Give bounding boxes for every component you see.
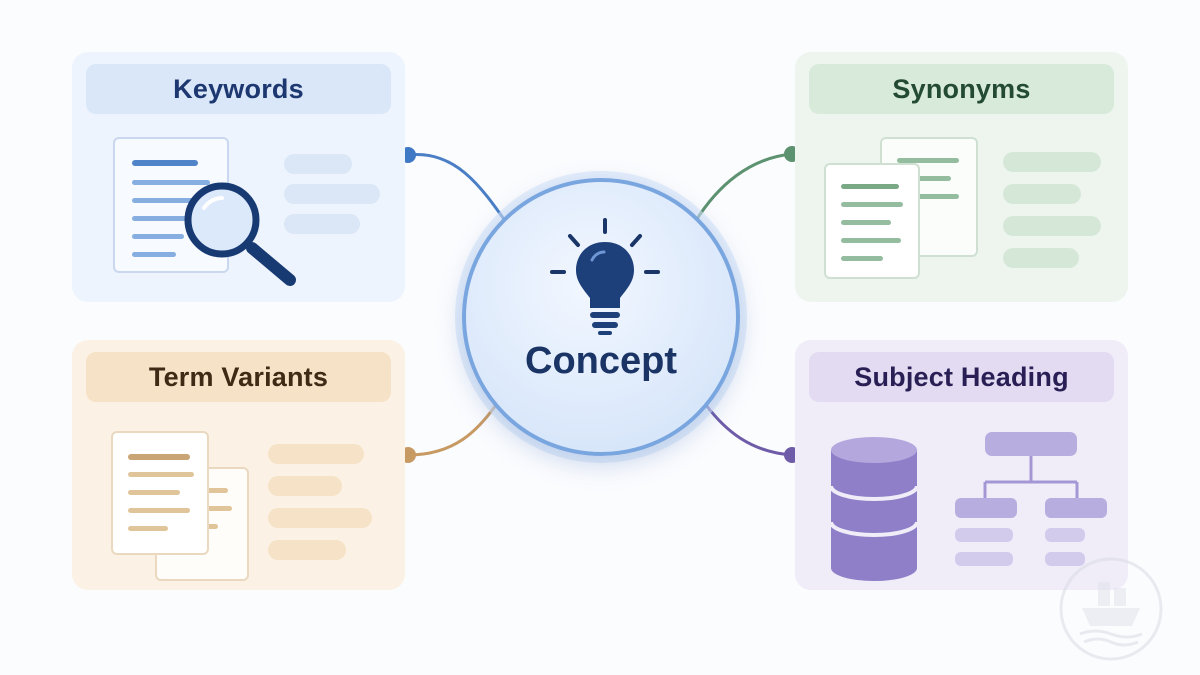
concept-node: Concept [462,178,740,456]
stacked-documents-icon [824,137,1101,279]
concept-label: Concept [525,340,677,382]
ship-logo-icon [1059,557,1163,661]
panel-subject-heading: Subject Heading [795,340,1128,590]
lightbulb-icon [550,218,660,335]
panel-keywords: Keywords [72,52,405,302]
connector-subject-heading [704,404,793,457]
panel-title-keywords: Keywords [86,64,391,114]
panel-title-subject-heading: Subject Heading [809,352,1114,402]
document-magnifier-icon [113,137,380,286]
panel-title-synonyms: Synonyms [809,64,1114,114]
panel-title-term-variants: Term Variants [86,352,391,402]
connector-synonyms [693,152,793,223]
database-hierarchy-icon [829,432,1107,581]
stacked-documents-icon [111,431,372,581]
connector-keywords [407,153,510,226]
panel-term-variants: Term Variants [72,340,405,590]
panel-synonyms: Synonyms [795,52,1128,302]
connector-term-variants [407,404,498,457]
